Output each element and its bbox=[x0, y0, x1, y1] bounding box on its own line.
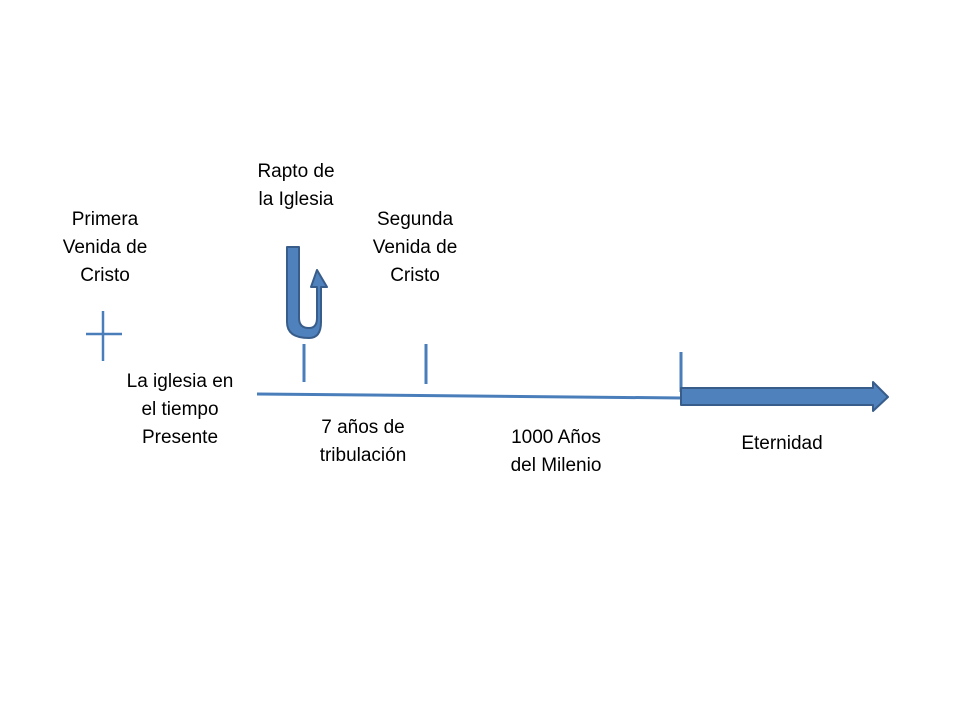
tribulation-label-line: tribulación bbox=[319, 445, 407, 466]
second-coming-label-line: Segunda bbox=[376, 209, 454, 230]
u-turn-arrow-icon bbox=[286, 246, 328, 339]
millennium-label-line: 1000 Años bbox=[511, 427, 601, 448]
second-coming-label-line: Venida de bbox=[372, 237, 458, 258]
first-coming-label: Primera Venida de Cristo bbox=[40, 206, 170, 290]
church-present-label: La iglesia en el tiempo Presente bbox=[100, 368, 260, 452]
eternity-label: Eternidad bbox=[712, 430, 852, 458]
millennium-label: 1000 Años del Milenio bbox=[488, 424, 624, 480]
tribulation-label-line: 7 años de bbox=[321, 417, 405, 438]
church-present-label-line: Presente bbox=[141, 427, 219, 448]
second-coming-label-line: Cristo bbox=[390, 265, 440, 286]
timeline-line bbox=[256, 392, 683, 400]
right-arrow-icon bbox=[680, 381, 889, 412]
rapture-label-line: la Iglesia bbox=[258, 189, 334, 210]
church-present-label-line: el tiempo bbox=[141, 399, 219, 420]
first-coming-label-line: Primera bbox=[71, 209, 139, 230]
cross-icon bbox=[86, 311, 122, 361]
eternity-label-line: Eternidad bbox=[741, 433, 823, 454]
millennium-label-line: del Milenio bbox=[510, 455, 602, 476]
tribulation-label: 7 años de tribulación bbox=[298, 414, 428, 470]
rapture-label: Rapto de la Iglesia bbox=[236, 158, 356, 214]
second-coming-label: Segunda Venida de Cristo bbox=[360, 206, 470, 290]
rapture-label-line: Rapto de bbox=[257, 161, 335, 182]
first-coming-label-line: Cristo bbox=[80, 265, 130, 286]
first-coming-label-line: Venida de bbox=[62, 237, 148, 258]
church-present-label-line: La iglesia en bbox=[126, 371, 234, 392]
